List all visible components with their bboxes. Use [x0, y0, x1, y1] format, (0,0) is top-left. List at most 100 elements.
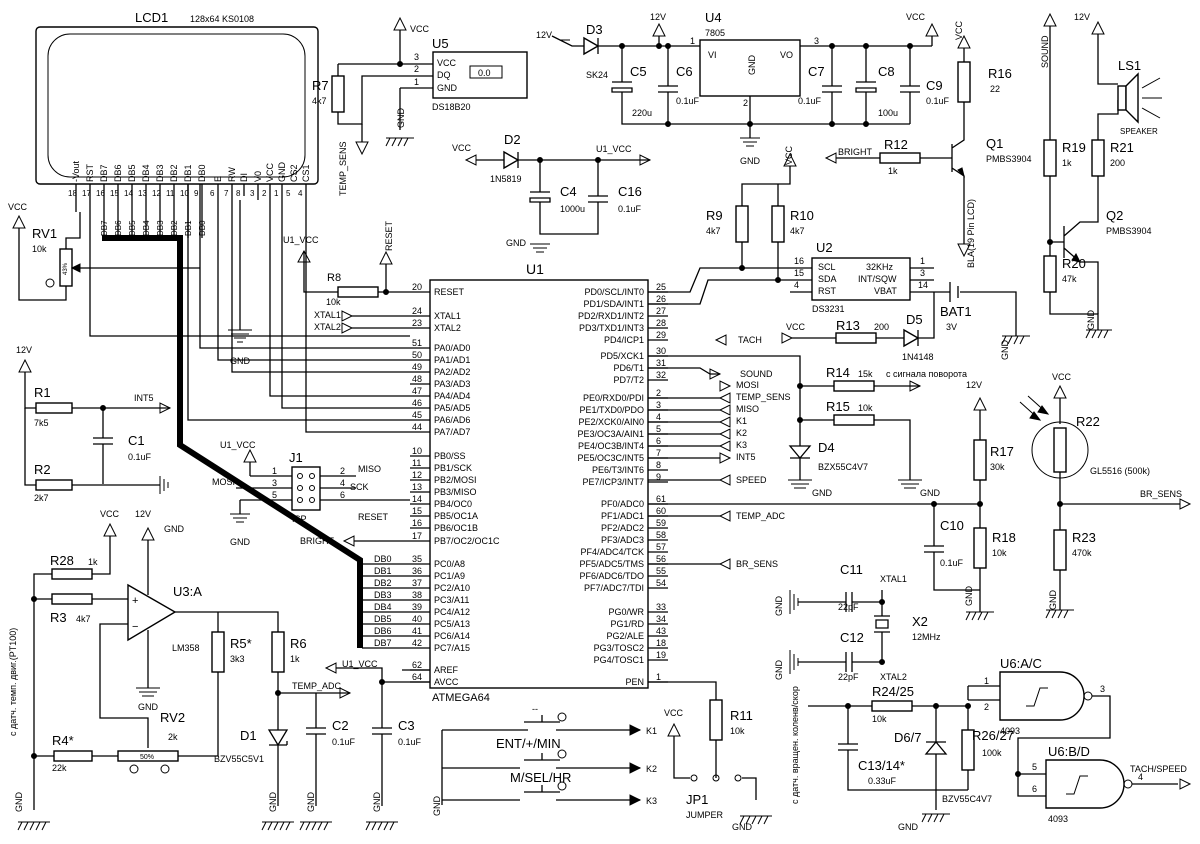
- gnd-label-d4: GND: [812, 488, 833, 498]
- u1-right-pin-num: 58: [656, 530, 666, 540]
- lcd-pin-number: 4: [298, 189, 303, 198]
- u1-right-pin-name: PG2/ALE: [606, 631, 644, 641]
- mosi-label: MOSI: [736, 380, 759, 390]
- u1-right-pin-name: PEN: [625, 677, 644, 687]
- gnd-label-u5: GND: [396, 108, 406, 129]
- lcd-pin-number: 9: [194, 189, 199, 198]
- lcd-pin-label: GND: [277, 162, 287, 183]
- button-k3[interactable]: M/SEL/HR: [510, 770, 640, 801]
- u6a-ref: U6:A/C: [1000, 656, 1042, 671]
- r20: [1043, 255, 1057, 293]
- regulator-u4: 12V D3 SK24 12V U4 7805 VI VO GND 1 3 2 …: [536, 10, 950, 166]
- r18-ref: R18: [992, 530, 1016, 545]
- c10-val: 0.1uF: [940, 558, 964, 568]
- d4-val: BZX55C4V7: [818, 462, 868, 472]
- r14-val: 15k: [858, 369, 873, 379]
- int5-divider: 12V R1 7k5 INT5 C1 0.1uF R2 2k7 GND: [16, 345, 185, 534]
- u2-rst: RST: [818, 286, 837, 296]
- u1-ref: U1: [526, 261, 544, 277]
- lcd-pin-number: 8: [236, 189, 241, 198]
- lcd-pin-number: 13: [138, 189, 147, 198]
- c11-ref: C11: [840, 562, 863, 577]
- u1-left-pin-name: PC3/A11: [434, 595, 469, 605]
- r19: [1043, 139, 1057, 177]
- r7-ref: R7: [312, 78, 329, 93]
- u1-left-pin-num: 40: [412, 614, 422, 624]
- u2-intsqw: INT/SQW: [858, 274, 897, 284]
- u5-num-1: 1: [414, 77, 419, 87]
- gnd-label-r23: GND: [1048, 590, 1058, 611]
- u1-right-pin-num: 59: [656, 518, 666, 528]
- u1-left-pin-name: XTAL2: [434, 323, 461, 333]
- c2-ref: C2: [332, 718, 349, 733]
- u1-left-pin-name: AREF: [434, 665, 459, 675]
- temp-amp-u3: VCC 12V R28 1k R3 4k7 + − U3:A LM358 GND…: [8, 509, 398, 831]
- lcd-module: LCD1 128x64 KS0108 -Vout18RST17DB716DB61…: [35, 10, 410, 433]
- c16-val: 0.1uF: [618, 204, 642, 214]
- u1-right-pin-num: 30: [656, 346, 666, 356]
- r7: [331, 75, 345, 113]
- u1-db-label: DB6: [374, 626, 392, 636]
- temp-adc-label: TEMP_ADC: [736, 511, 786, 521]
- lcd-pin-label: -Vout: [71, 160, 81, 182]
- v12-label-r1: 12V: [16, 345, 32, 355]
- u2-sda: SDA: [818, 274, 837, 284]
- r6-ref: R6: [290, 636, 307, 651]
- lcd-pins: -Vout18RST17DB716DB615DB514DB413DB312DB2…: [68, 160, 410, 433]
- r20-val: 47k: [1062, 274, 1077, 284]
- u1-left-pin-name: PB1/SCK: [434, 463, 472, 473]
- u1-left-pin-num: 20: [412, 282, 422, 292]
- u2-n14: 14: [918, 280, 928, 290]
- u1-left-pin-num: 35: [412, 554, 422, 564]
- r24: [871, 700, 913, 712]
- rv2-val: 2k: [168, 732, 178, 742]
- rpm-input: с датч. вращен. коленв/скор R24/25 10k C…: [790, 656, 1192, 832]
- gnd-label-btn: GND: [432, 796, 442, 817]
- u1-left-pin-name: RESET: [434, 287, 465, 297]
- rv1-val: 10k: [32, 244, 47, 254]
- r1-val: 7k5: [34, 418, 49, 428]
- u6a-pin1: 1: [984, 676, 989, 686]
- r18: [973, 527, 987, 569]
- u2-32khz: 32KHz: [866, 262, 894, 272]
- r17-val: 30k: [990, 462, 1005, 472]
- c3-ref: C3: [398, 718, 415, 733]
- rpm-label: с датч. вращен. коленв/скор: [790, 686, 800, 804]
- vcc-label-r22: VCC: [1052, 372, 1072, 382]
- br-sens-label: BR_SENS: [1140, 489, 1182, 499]
- q1-val: PMBS3904: [986, 154, 1032, 164]
- u1-left-pin-name: PA2/AD2: [434, 367, 470, 377]
- c5-ref: C5: [630, 64, 647, 79]
- r12-val: 1k: [888, 166, 898, 176]
- r28-val: 1k: [88, 557, 98, 567]
- v12-label-d3: 12V: [536, 30, 552, 40]
- r23: [1053, 529, 1067, 571]
- u1-left-pin-num: 36: [412, 566, 422, 576]
- r14-ref: R14: [826, 365, 850, 380]
- x2-val: 12MHz: [912, 632, 941, 642]
- k1-label: K1: [736, 416, 747, 426]
- u5-num-3: 3: [414, 52, 419, 62]
- u1-right-pin-name: PD2/RXD1/INT2: [578, 311, 644, 321]
- button-k2-label: ENT/+/MIN: [496, 736, 561, 751]
- j1-val: ISP: [292, 514, 307, 524]
- button-k1[interactable]: --: [520, 704, 640, 731]
- pen-jumper: R11 10k VCC JP1 JUMPER GND: [648, 681, 772, 832]
- u1-left-pin-name: PC4/A12: [434, 607, 470, 617]
- u1-left-pin-num: 42: [412, 638, 422, 648]
- lcd-pin-number: 10: [180, 189, 189, 198]
- lcd-pin-number: 3: [250, 189, 255, 198]
- c6-ref: C6: [676, 64, 693, 79]
- tach-label: TACH: [738, 335, 762, 345]
- d4-ref: D4: [818, 440, 835, 455]
- k3-net-label: K3: [646, 796, 657, 806]
- lcd-pin-label: VCC: [265, 162, 275, 182]
- r28-ref: R28: [50, 553, 74, 568]
- speaker-driver: SOUND R19 1k R20 47k Q2 PMBS3904 12V R21…: [1040, 12, 1162, 339]
- u1-right-pin-num: 19: [656, 650, 666, 660]
- avcc-filter: U1_VCC C3 0.1uF: [324, 659, 430, 806]
- u1vcc-label-top: U1_VCC: [596, 144, 632, 154]
- button-k2[interactable]: ENT/+/MIN: [496, 736, 640, 769]
- u1-left-pin-num: 64: [412, 672, 422, 682]
